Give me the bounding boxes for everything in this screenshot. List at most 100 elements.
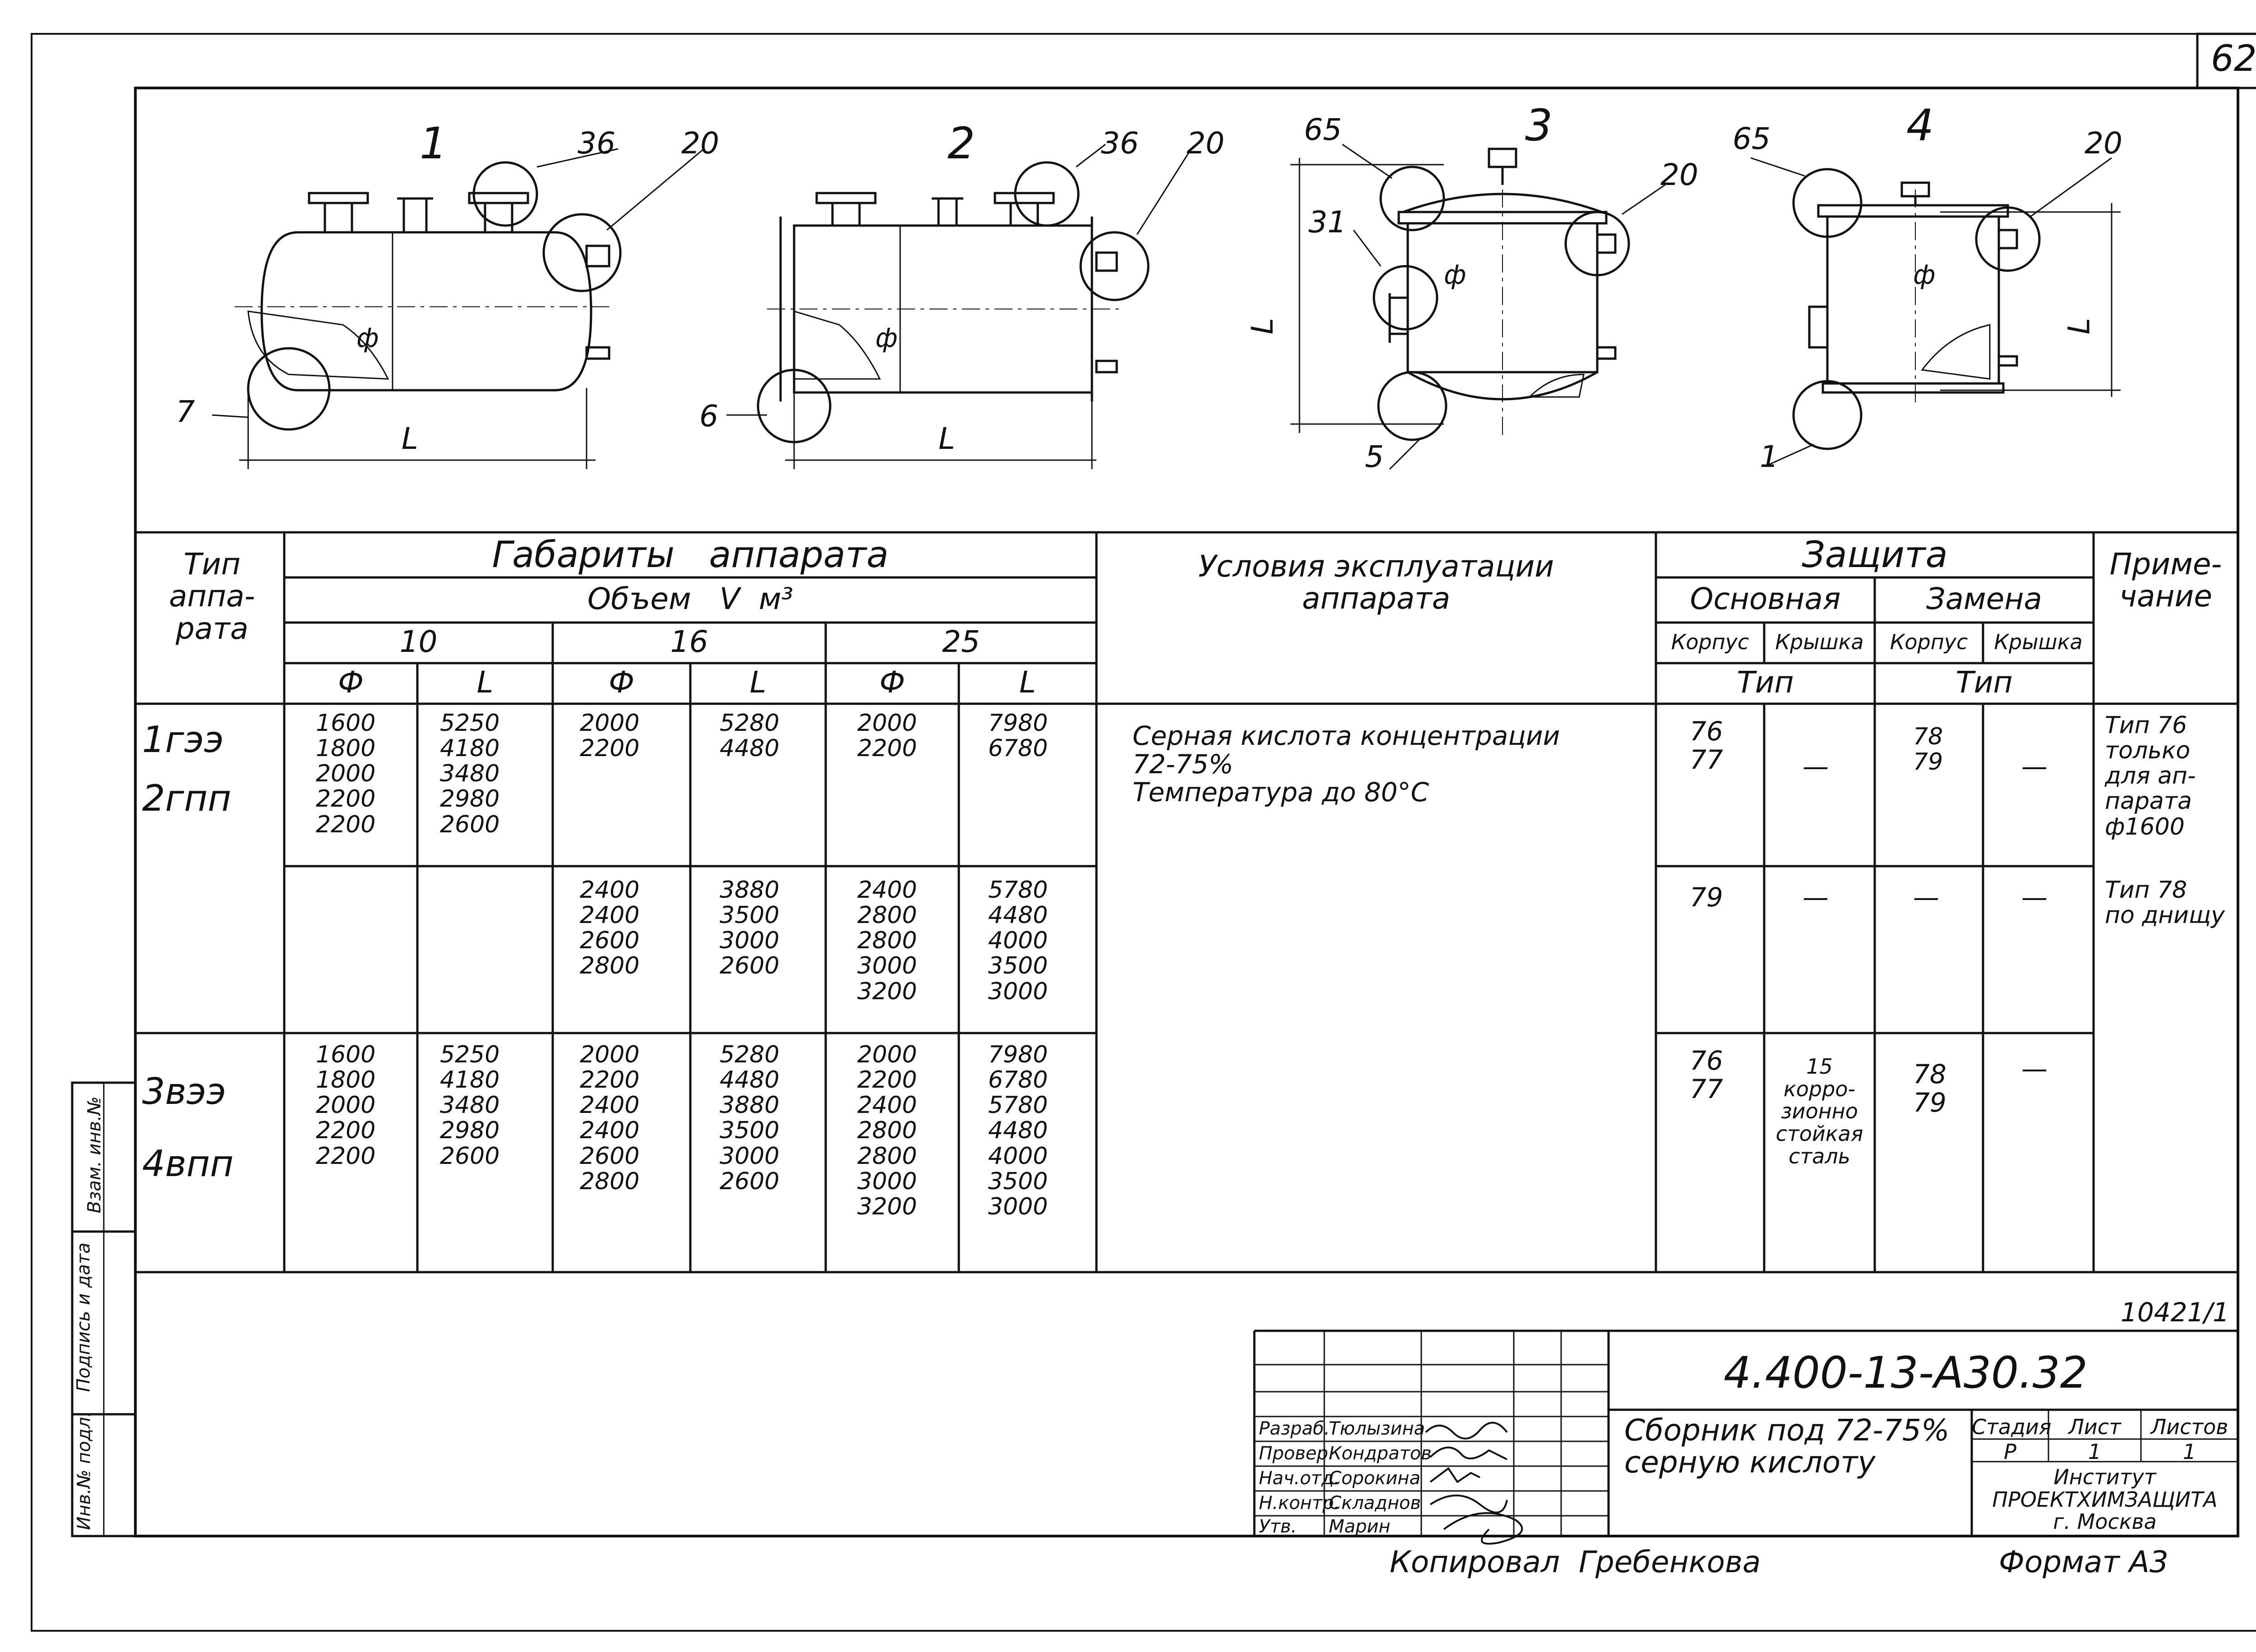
header-zamena: Замена [1926, 581, 2042, 616]
view-2-callout-6: 6 [699, 399, 718, 434]
view-2-sketch [726, 143, 1192, 469]
view-1-dim-diameter: ф [356, 323, 379, 353]
page-number: 62 [2211, 37, 2256, 79]
role-nach-otd: Нач.отд. [1259, 1468, 1340, 1489]
row3-l16: 5280 4480 3880 3500 3000 2600 [720, 1041, 780, 1195]
row1-type-2: 2гпп [142, 777, 231, 819]
name-prover: Кондратов [1329, 1443, 1432, 1464]
view-1-callout-20: 20 [681, 126, 719, 161]
sheet-value: 1 [2088, 1440, 2102, 1464]
view-4-dim-length: L [2062, 318, 2097, 335]
header-kryshka-osn: Крышка [1775, 630, 1864, 654]
view-2-dim-diameter: ф [875, 323, 898, 353]
stage-label: Стадия [1972, 1415, 2052, 1439]
sheets-value: 1 [2182, 1440, 2196, 1464]
row2-l25: 5780 4480 4000 3500 3000 [988, 877, 1048, 1005]
row3-zam-korpus: 78 79 [1913, 1059, 1946, 1118]
header-osnovnaya: Основная [1690, 581, 1841, 616]
ref-code: 10421/1 [2121, 1297, 2229, 1328]
view-3-callout-31: 31 [1308, 205, 1346, 240]
name-utv: Марин [1329, 1516, 1391, 1537]
row1-l10: 5250 4180 3480 2980 2600 [440, 710, 500, 838]
header-zaschita: Защита [1802, 534, 1948, 576]
name-n-kontr: Складнов [1329, 1493, 1421, 1514]
view-2-dim-length: L [938, 421, 955, 456]
view-1-callout-36: 36 [578, 126, 615, 161]
view-1-dim-length: L [402, 421, 418, 456]
header-l-16: L [749, 665, 767, 700]
row3-d16: 2000 2200 2400 2400 2600 2800 [580, 1041, 640, 1195]
role-n-kontr: Н.контр. [1259, 1493, 1340, 1514]
name-razrab: Тюлызина [1329, 1418, 1425, 1439]
sheet-label: Лист [2068, 1415, 2121, 1439]
row1-d25: 2000 2200 [857, 710, 917, 762]
view-4-callout-1: 1 [1760, 439, 1779, 474]
view-3-callout-65: 65 [1304, 112, 1342, 147]
view-1-sketch [212, 148, 704, 469]
row1-note: Тип 76 только для ап- парата ф1600 [2105, 712, 2196, 840]
row2-d16: 2400 2400 2600 2800 [580, 877, 640, 980]
row1-type-1: 1гээ [142, 719, 224, 761]
view-2-label: 2 [948, 118, 975, 169]
row3-osn-kryshka: 15 корро- зионно стойкая сталь [1775, 1054, 1863, 1168]
name-nach-otd: Сорокина [1329, 1468, 1421, 1489]
view-4-dim-diameter: ф [1913, 259, 1936, 290]
row2-osn-korpus: 79 [1690, 882, 1723, 913]
header-kryshka-zam: Крышка [1994, 630, 2083, 654]
view-3-callout-5: 5 [1365, 439, 1384, 474]
row1-zam-kryshka: — [2021, 751, 2048, 782]
role-utv: Утв. [1259, 1516, 1297, 1537]
stage-value: Р [2004, 1440, 2016, 1464]
row3-d10: 1600 1800 2000 2200 2200 [316, 1041, 376, 1170]
header-conditions: Условия эксплуатации аппарата [1198, 549, 1554, 616]
row3-zam-kryshka: — [2021, 1053, 2048, 1084]
header-l-10: L [476, 665, 494, 700]
view-2-callout-36: 36 [1101, 126, 1139, 161]
row1-l25: 7980 6780 [988, 710, 1048, 762]
view-4-callout-65: 65 [1733, 121, 1771, 156]
header-volume-25: 25 [942, 624, 980, 659]
header-phi-10: Ф [338, 665, 364, 700]
row1-conditions: Серная кислота концентрации 72-75% Темпе… [1133, 720, 1560, 808]
view-2-callout-20: 20 [1187, 126, 1225, 161]
row3-osn-korpus: 76 77 [1690, 1045, 1723, 1104]
header-gabarity: Габариты аппарата [492, 534, 889, 576]
sheets-label: Листов [2150, 1415, 2228, 1439]
view-3-label: 3 [1525, 100, 1553, 151]
row1-d10: 1600 1800 2000 2200 2200 [316, 710, 376, 838]
view-1-label: 1 [420, 118, 448, 169]
header-phi-25: Ф [879, 665, 905, 700]
doc-title: Сборник под 72-75% серную кислоту [1624, 1413, 1950, 1480]
row2-zam-kryshka: — [2021, 882, 2048, 913]
row2-zam-korpus: — [1913, 882, 1939, 913]
row2-osn-kryshka: — [1803, 882, 1829, 913]
stamp-inv-podl: Инв.№ подл. [74, 1411, 95, 1530]
header-l-25: L [1019, 665, 1036, 700]
row3-d25: 2000 2200 2400 2800 2800 3000 3200 [857, 1041, 917, 1220]
row2-l16: 3880 3500 3000 2600 [720, 877, 780, 980]
header-tip-osn: Тип [1737, 665, 1794, 700]
header-korpus-zam: Корпус [1890, 630, 1968, 654]
view-4-label: 4 [1906, 100, 1934, 151]
view-3-dim-diameter: ф [1444, 259, 1466, 290]
row3-type-1: 3вээ [142, 1071, 226, 1112]
organization: Институт ПРОЕКТХИМЗАЩИТА г. Москва [1992, 1465, 2218, 1534]
row1-osn-kryshka: — [1803, 751, 1829, 782]
stamp-vzam-inv: Взам. инв.№ [84, 1096, 105, 1214]
header-phi-16: Ф [609, 665, 634, 700]
row1-osn-korpus: 76 77 [1690, 716, 1723, 775]
row1-l16: 5280 4480 [720, 710, 780, 762]
view-3-sketch [1290, 143, 1665, 470]
row1-d16: 2000 2200 [580, 710, 640, 762]
header-apparatus-type: Тип аппа- рата [169, 547, 255, 646]
view-4-callout-20: 20 [2085, 126, 2122, 161]
header-note: Приме- чание [2109, 547, 2222, 614]
row3-l10: 5250 4180 3480 2980 2600 [440, 1041, 500, 1170]
row2-d25: 2400 2800 2800 3000 3200 [857, 877, 917, 1005]
stamp-podpis-data: Подпись и дата [73, 1242, 94, 1392]
header-volume-16: 16 [670, 624, 708, 659]
view-3-callout-20: 20 [1660, 157, 1698, 192]
copied-by: Копировал Гребенкова [1390, 1545, 1761, 1579]
